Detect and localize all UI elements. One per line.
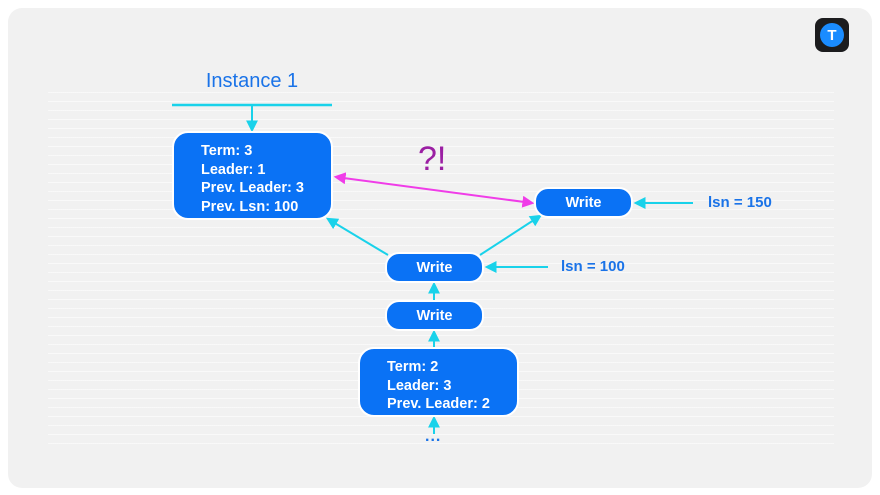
top-term-box: Term: 3 Leader: 1 Prev. Leader: 3 Prev. … xyxy=(172,131,333,220)
instance-title: Instance 1 xyxy=(205,70,299,92)
bottom-box-term: Term: 2 xyxy=(387,359,439,375)
write-lower-pill: Write xyxy=(385,300,484,331)
continuation-dots: ... xyxy=(425,428,442,445)
write-right-pill: Write xyxy=(534,187,633,218)
arrow-middle-write-to-top-box xyxy=(325,217,389,256)
bottom-term-box: Term: 2 Leader: 3 Prev. Leader: 2 xyxy=(358,347,519,417)
top-box-prev-leader: Prev. Leader: 3 xyxy=(201,180,304,196)
top-box-leader: Leader: 1 xyxy=(201,161,266,178)
arrow-middle-write-to-right-write xyxy=(479,214,543,256)
write-middle-pill: Write xyxy=(385,252,484,283)
conflict-mark: ?! xyxy=(418,140,447,178)
lsn-150-label: lsn = 150 xyxy=(708,194,772,211)
top-box-term: Term: 3 xyxy=(201,143,253,159)
top-box-prev-lsn: Prev. Lsn: 100 xyxy=(201,198,299,215)
lsn-100-label: lsn = 100 xyxy=(561,258,625,275)
logo-letter: T xyxy=(820,23,844,47)
conflict-arrow xyxy=(333,172,535,208)
bottom-box-leader: Leader: 3 xyxy=(387,377,452,394)
bottom-box-prev-leader: Prev. Leader: 2 xyxy=(387,396,490,412)
logo: T xyxy=(815,18,849,52)
